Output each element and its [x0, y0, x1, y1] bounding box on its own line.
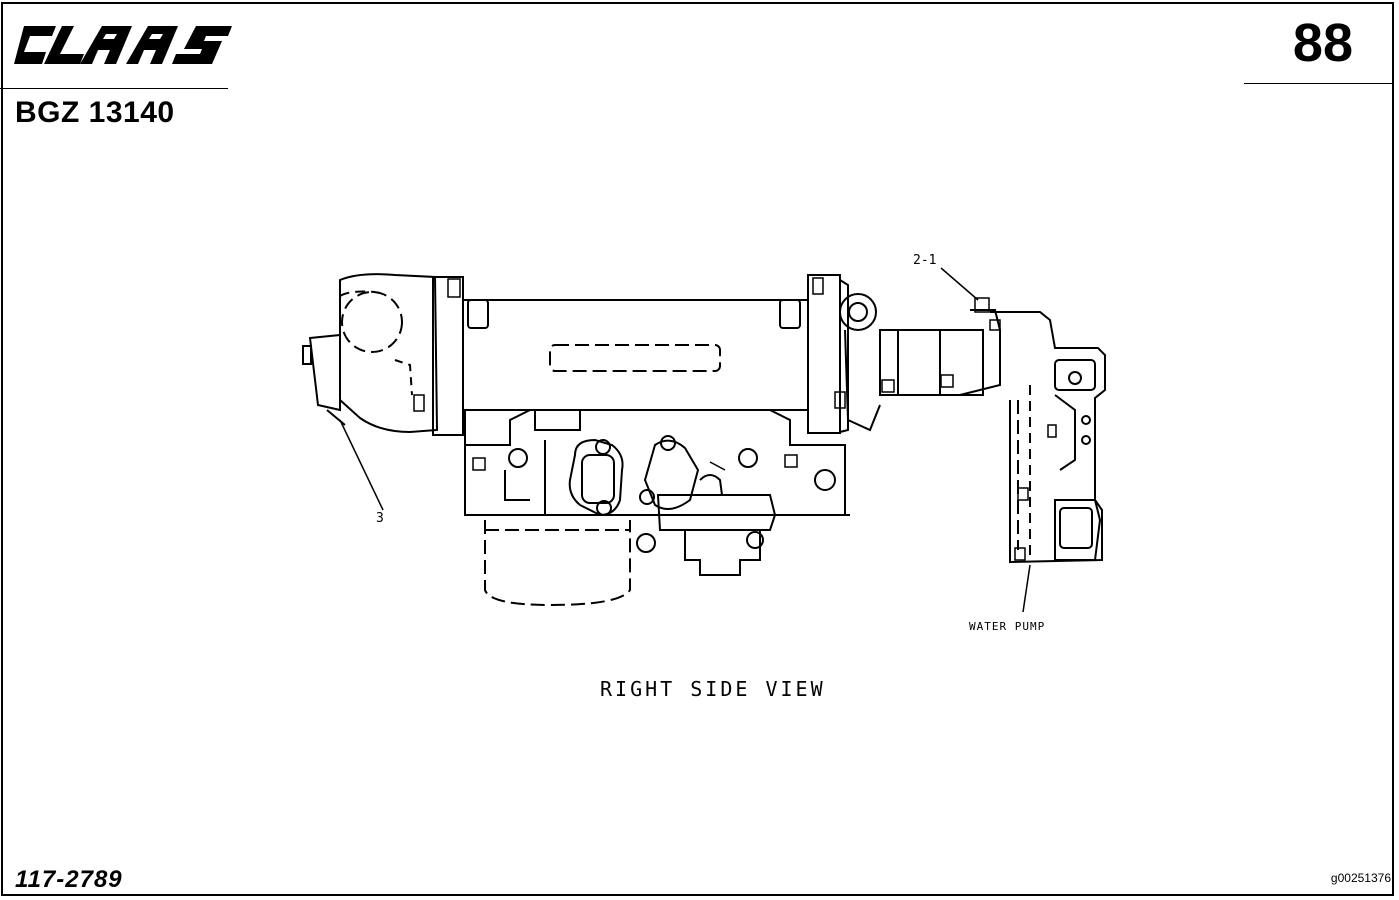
page-number: 88 [1292, 13, 1353, 73]
flange-left [568, 438, 624, 517]
thermostat-housing [302, 273, 439, 434]
image-reference: g00251376 [1330, 871, 1391, 885]
view-title: RIGHT SIDE VIEW [600, 677, 826, 701]
header-rule-right [1244, 83, 1392, 84]
hose-connection [839, 293, 1001, 432]
oil-filter [484, 520, 631, 607]
callout-water-pump: WATER PUMP [969, 620, 1046, 633]
callout-2-1: 2-1 [913, 253, 937, 268]
lower-body [464, 409, 850, 516]
part-number: 117-2789 [15, 866, 123, 893]
callout-leaders [339, 267, 1031, 613]
flange-right [639, 435, 700, 510]
model-code: BGZ 13140 [15, 96, 175, 129]
claas-logo [14, 26, 232, 64]
lower-pump [636, 461, 777, 576]
header-rule-left [0, 88, 228, 89]
oil-cooler [413, 274, 849, 436]
water-pump [974, 297, 1106, 564]
callout-3: 3 [376, 511, 384, 526]
